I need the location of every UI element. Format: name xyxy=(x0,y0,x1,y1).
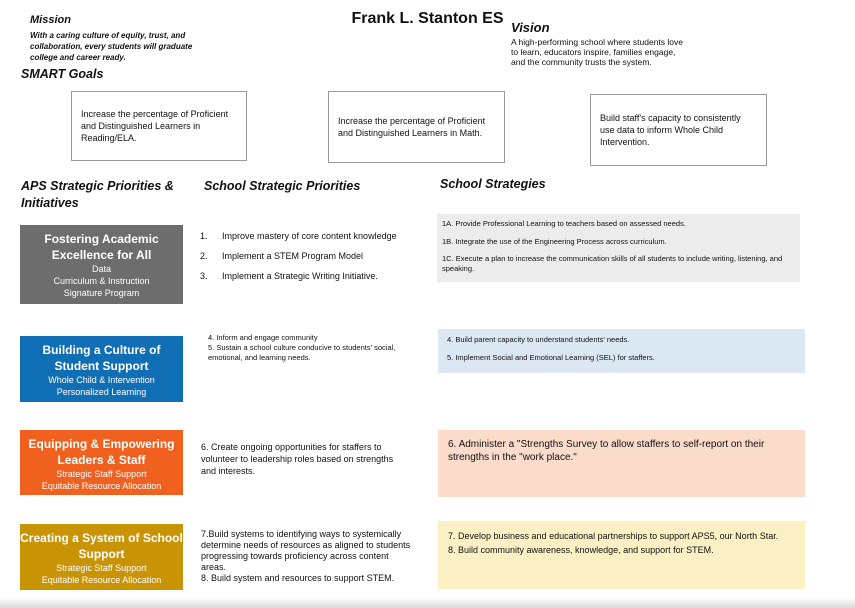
strategy-item: 1B. Integrate the use of the Engineering… xyxy=(442,236,667,246)
priority-box-school-support: Creating a System of School Support Stra… xyxy=(20,524,183,590)
priority-item: 6. Create ongoing opportunities for staf… xyxy=(201,442,394,476)
priority-item: 4. Inform and engage community xyxy=(208,333,318,342)
priority-title: Building a Culture of Student Support xyxy=(42,343,161,373)
priority-box-leaders-staff: Equipping & Empowering Leaders & Staff S… xyxy=(20,430,183,495)
column-heading-school-priorities: School Strategic Priorities xyxy=(204,179,361,193)
school-strategies-row-1: 1A. Provide Professional Learning to tea… xyxy=(437,214,800,282)
smart-goal-text: Increase the percentage of Proficient an… xyxy=(338,116,486,138)
school-strategies-row-2: 4. Build parent capacity to understand s… xyxy=(438,329,805,373)
list-number: 1. xyxy=(200,231,208,241)
strategy-item: 1C. Execute a plan to increase the commu… xyxy=(442,254,783,273)
vision-heading: Vision xyxy=(511,20,550,35)
priority-title: Fostering Academic Excellence for All xyxy=(44,232,159,262)
priority-sub: Strategic Staff Support xyxy=(56,469,147,479)
priority-sub: Signature Program xyxy=(63,288,140,298)
smart-goal-reading: Increase the percentage of Proficient an… xyxy=(71,91,247,161)
school-priorities-row-1: 1. Improve mastery of core content knowle… xyxy=(200,230,400,282)
list-text: Implement a STEM Program Model xyxy=(222,251,364,261)
vision-text: A high-performing school where students … xyxy=(511,37,683,67)
smart-goal-text: Build staff's capacity to consistently u… xyxy=(600,113,741,147)
school-priorities-row-4: 7.Build systems to identifying ways to s… xyxy=(201,529,411,584)
list-number: 3. xyxy=(200,271,208,281)
priority-sub: Equitable Resource Allocation xyxy=(41,481,162,491)
list-text: Implement a Strategic Writing Initiative… xyxy=(222,271,378,281)
school-priorities-row-3: 6. Create ongoing opportunities for staf… xyxy=(201,441,406,477)
school-name: Frank L. Stanton ES xyxy=(351,10,504,27)
list-number: 2. xyxy=(200,251,208,261)
strategy-item: 8. Build community awareness, knowledge,… xyxy=(448,544,714,555)
strategy-item: 6. Administer a "Strengths Survey to all… xyxy=(448,439,765,463)
column-heading-aps: APS Strategic Priorities & Initiatives xyxy=(21,179,174,210)
priority-item: 7.Build systems to identifying ways to s… xyxy=(201,529,411,572)
school-strategies-row-3: 6. Administer a "Strengths Survey to all… xyxy=(438,430,805,497)
strategy-item: 1A. Provide Professional Learning to tea… xyxy=(442,219,686,228)
smart-goals-heading: SMART Goals xyxy=(21,67,104,81)
priority-box-student-support: Building a Culture of Student Support Wh… xyxy=(20,336,183,402)
priority-sub: Data xyxy=(91,264,111,274)
mission-heading: Mission xyxy=(30,14,71,26)
mission-text: With a caring culture of equity, trust, … xyxy=(30,31,193,62)
column-heading-school-strategies: School Strategies xyxy=(440,177,546,191)
strategy-item: 4. Build parent capacity to understand s… xyxy=(447,335,630,344)
school-strategies-row-4: 7. Develop business and educational part… xyxy=(438,521,805,589)
list-text: Improve mastery of core content knowledg… xyxy=(222,231,397,241)
priority-title: Equipping & Empowering Leaders & Staff xyxy=(28,437,175,467)
strategy-item: 7. Develop business and educational part… xyxy=(448,531,779,541)
priority-sub: Whole Child & Intervention xyxy=(48,375,155,385)
priority-sub: Equitable Resource Allocation xyxy=(41,575,162,585)
priority-item: 8. Build system and resources to support… xyxy=(201,573,395,583)
priority-sub: Curriculum & Instruction xyxy=(53,276,150,286)
priority-sub: Personalized Learning xyxy=(56,387,147,397)
page-bottom-shadow xyxy=(0,598,855,608)
priority-title: Creating a System of School Support xyxy=(20,531,183,561)
smart-goal-text: Increase the percentage of Proficient an… xyxy=(81,109,229,143)
priority-sub: Strategic Staff Support xyxy=(56,563,147,573)
strategy-item: 5. Implement Social and Emotional Learni… xyxy=(447,352,655,362)
priority-item: 5. Sustain a school culture conducive to… xyxy=(208,343,396,362)
priority-box-academic-excellence: Fostering Academic Excellence for All Da… xyxy=(20,225,183,304)
smart-goal-math: Increase the percentage of Proficient an… xyxy=(328,91,505,163)
school-priorities-row-2: 4. Inform and engage community 5. Sustai… xyxy=(208,333,430,363)
smart-goal-data: Build staff's capacity to consistently u… xyxy=(590,94,767,166)
